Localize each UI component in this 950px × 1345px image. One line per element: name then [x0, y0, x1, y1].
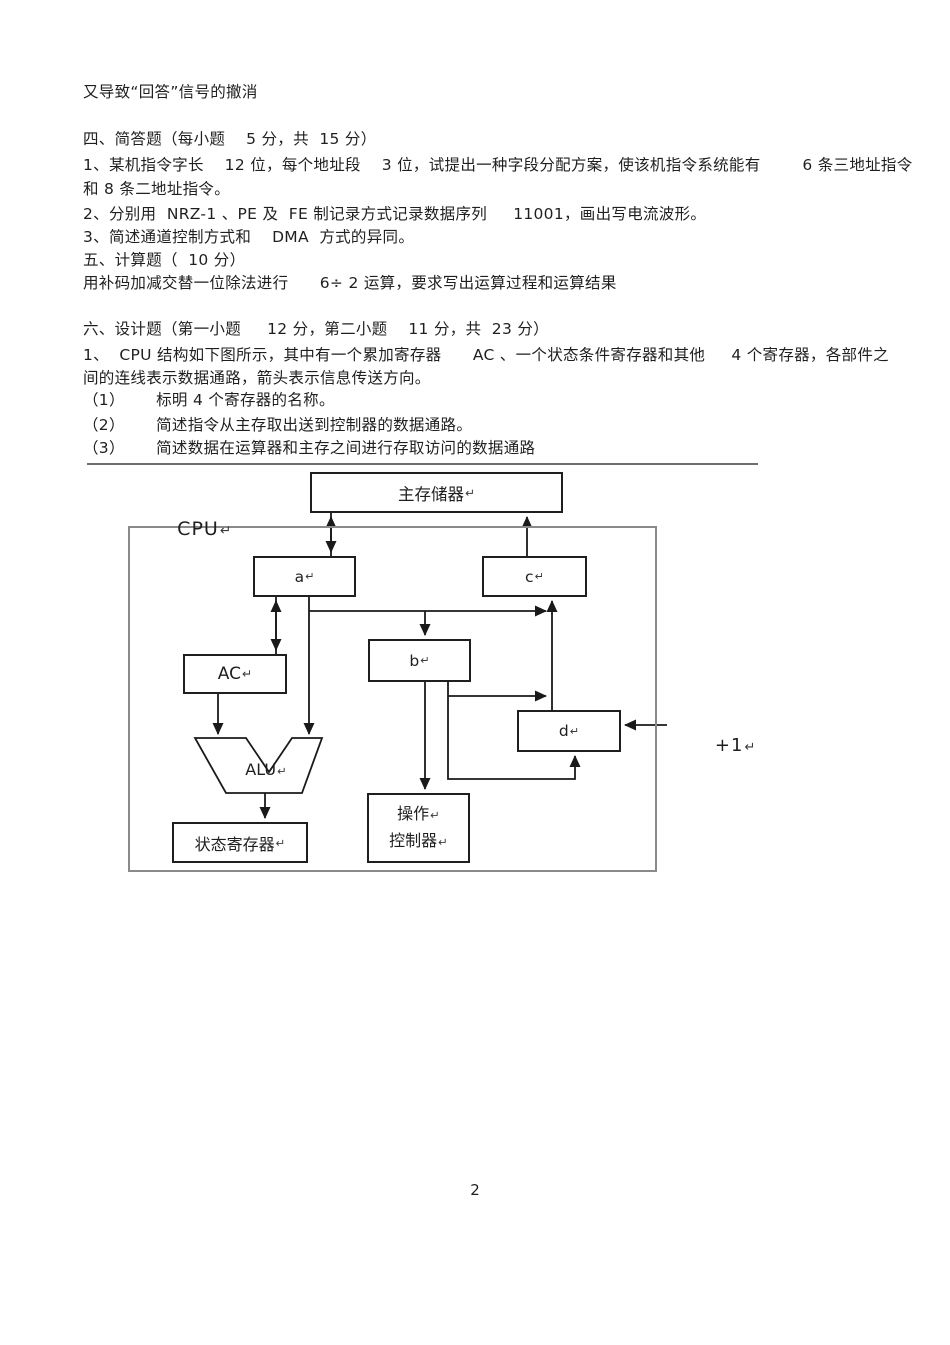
section-5-heading: 五、计算题（ 10 分）: [83, 250, 246, 269]
paragraph-mark-icon: ↵: [241, 667, 253, 681]
page-number: 2: [470, 1181, 480, 1199]
alu-label-text: ALU: [245, 760, 277, 779]
cpu-boundary-box: [128, 526, 657, 872]
question-6-1-line2: 间的连线表示数据通路，箭头表示信息传送方向。: [83, 368, 431, 387]
paragraph-mark-icon: ↵: [569, 724, 580, 738]
question-5-body: 用补码加减交替一位除法进行 6÷ 2 运算，要求写出运算过程和运算结果: [83, 273, 617, 292]
question-4-1-line1: 1、某机指令字长 12 位，每个地址段 3 位，试提出一种字段分配方案，使该机指…: [83, 155, 913, 174]
paragraph-answer-cancel: 又导致“回答”信号的撤消: [83, 82, 258, 101]
register-d-label: d: [558, 722, 569, 740]
register-a-box: a↵: [253, 556, 356, 597]
paragraph-mark-icon: ↵: [534, 570, 544, 583]
operation-controller-line1: 操作↵: [397, 801, 440, 828]
section-6-heading: 六、设计题（第一小题 12 分，第二小题 11 分，共 23 分）: [83, 319, 549, 338]
paragraph-mark-icon: ↵: [420, 654, 430, 667]
register-b-label: b: [409, 651, 420, 670]
paragraph-mark-icon: ↵: [275, 835, 286, 850]
question-6-1-sub3: （3） 简述数据在运算器和主存之间进行存取访问的数据通路: [83, 438, 536, 457]
main-memory-label: 主存储器: [398, 484, 465, 504]
cpu-label: CPU↵: [149, 496, 232, 562]
plus-one-text: +1: [714, 735, 744, 756]
paragraph-mark-icon: ↵: [438, 835, 448, 849]
accumulator-ac-label: AC: [217, 664, 241, 684]
register-b-box: b↵: [368, 639, 471, 682]
plus-one-label: +1↵: [688, 714, 756, 777]
register-a-label: a: [294, 567, 305, 586]
paragraph-mark-icon: ↵: [465, 485, 475, 500]
question-4-1-line2: 和 8 条二地址指令。: [83, 179, 231, 198]
section-4-heading: 四、简答题（每小题 5 分，共 15 分）: [83, 129, 377, 148]
paragraph-mark-icon: ↵: [305, 570, 315, 583]
status-register-label: 状态寄存器: [194, 834, 275, 854]
section-divider-line: [87, 463, 758, 465]
paragraph-mark-icon: ↵: [219, 523, 233, 539]
operation-controller-label1: 操作: [397, 804, 430, 823]
alu-label: ALU↵: [225, 760, 307, 779]
operation-controller-box: 操作↵ 控制器↵: [367, 793, 470, 863]
accumulator-ac-box: AC↵: [183, 654, 287, 694]
paragraph-mark-icon: ↵: [744, 740, 757, 755]
operation-controller-line2: 控制器↵: [389, 828, 448, 855]
question-6-1-sub2: （2） 简述指令从主存取出送到控制器的数据通路。: [83, 415, 473, 434]
question-6-1-line1: 1、 CPU 结构如下图所示，其中有一个累加寄存器 AC 、一个状态条件寄存器和…: [83, 345, 889, 364]
operation-controller-label2: 控制器: [389, 831, 438, 850]
paragraph-mark-icon: ↵: [430, 808, 440, 822]
register-c-box: c↵: [482, 556, 587, 597]
question-6-1-sub1: （1） 标明 4 个寄存器的名称。: [83, 390, 335, 409]
cpu-label-text: CPU: [177, 518, 219, 540]
main-memory-box: 主存储器↵: [310, 472, 563, 513]
register-c-label: c: [525, 567, 534, 586]
status-register-box: 状态寄存器↵: [172, 822, 308, 863]
question-4-3: 3、简述通道控制方式和 DMA 方式的异同。: [83, 227, 415, 246]
paragraph-mark-icon: ↵: [277, 764, 287, 778]
register-d-box: d↵: [517, 710, 621, 752]
question-4-2: 2、分别用 NRZ-1 、PE 及 FE 制记录方式记录数据序列 11001，画…: [83, 204, 707, 223]
